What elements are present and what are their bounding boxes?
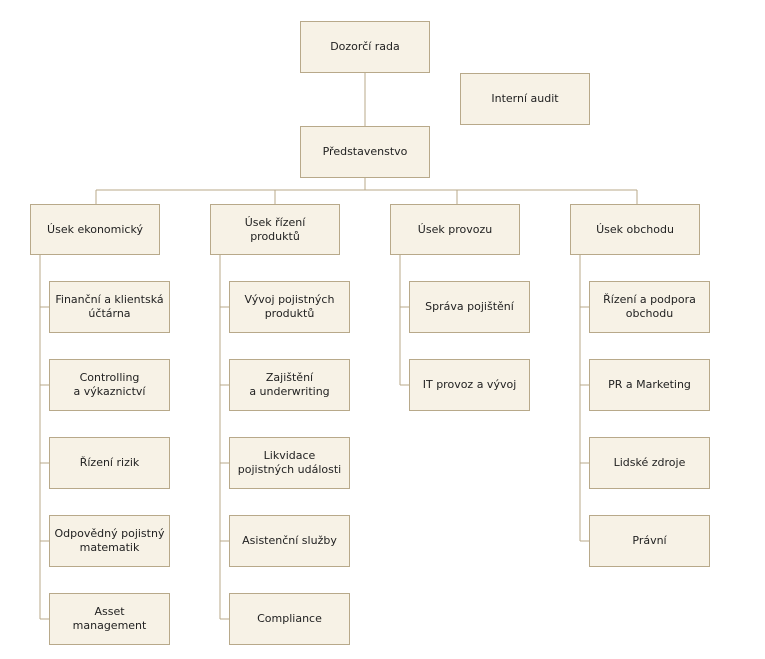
unit-box: Správa pojištění bbox=[409, 281, 530, 333]
unit-box: Compliance bbox=[229, 593, 350, 645]
unit-box: Asistenční služby bbox=[229, 515, 350, 567]
division-sales-box: Úsek obchodu bbox=[570, 204, 700, 255]
unit-box: IT provoz a vývoj bbox=[409, 359, 530, 411]
division-operations-box: Úsek provozu bbox=[390, 204, 520, 255]
unit-box: Controlling a výkaznictví bbox=[49, 359, 170, 411]
unit-box: Řízení a podpora obchodu bbox=[589, 281, 710, 333]
unit-box: PR a Marketing bbox=[589, 359, 710, 411]
unit-box: Právní bbox=[589, 515, 710, 567]
unit-box: Lidské zdroje bbox=[589, 437, 710, 489]
unit-box: Zajištění a underwriting bbox=[229, 359, 350, 411]
unit-box: Řízení rizik bbox=[49, 437, 170, 489]
unit-box: Finanční a klientská účtárna bbox=[49, 281, 170, 333]
division-economic-box: Úsek ekonomický bbox=[30, 204, 160, 255]
board-of-directors-box: Představenstvo bbox=[300, 126, 430, 178]
unit-box: Vývoj pojistných produktů bbox=[229, 281, 350, 333]
internal-audit-box: Interní audit bbox=[460, 73, 590, 125]
unit-box: Likvidace pojistných události bbox=[229, 437, 350, 489]
unit-box: Asset management bbox=[49, 593, 170, 645]
division-product-management-box: Úsek řízení produktů bbox=[210, 204, 340, 255]
supervisory-board-box: Dozorčí rada bbox=[300, 21, 430, 73]
unit-box: Odpovědný pojistný matematik bbox=[49, 515, 170, 567]
